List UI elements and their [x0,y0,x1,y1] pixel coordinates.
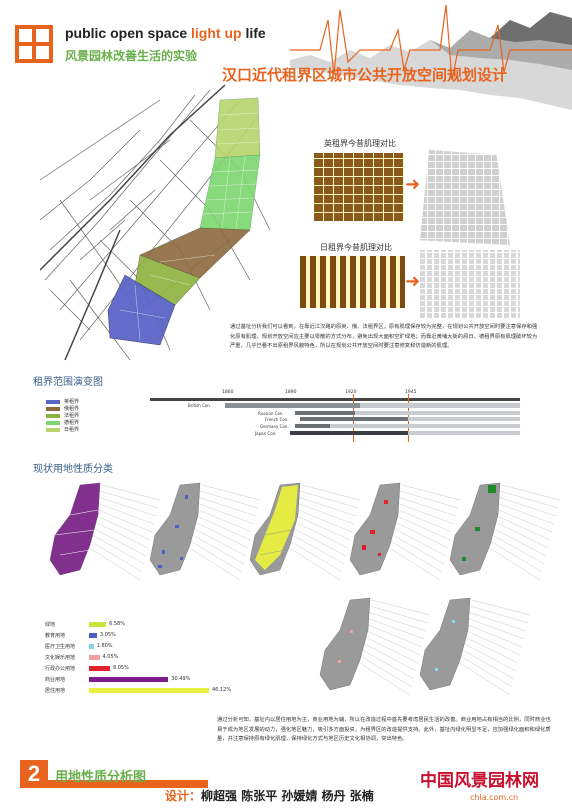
credits-label: 设计： [165,789,202,803]
landuse-value: 46.12% [212,687,232,693]
british-texture-old [314,153,404,221]
watermark-url: chla.com.cn [470,793,519,802]
landuse-name: 教育用地 [45,633,66,639]
footer-section-title: 用地性质分析图 [55,770,147,785]
landuse-map-administrative [349,482,461,581]
timeline-year: 1860 [222,390,234,395]
section-number: 2 [27,761,41,786]
timeline-row-label: Germany Con. [260,424,289,429]
landuse-map-commercial [49,482,161,581]
timeline-bar [300,417,520,421]
landuse-bar [89,655,100,660]
landuse-value: 4.05% [102,654,119,660]
main-title: 汉口近代租界区城市公共开放空间规划设计 [222,66,508,84]
landuse-value: 8.05% [112,665,129,671]
landuse-summary-text: 通过分析可知，基址内以居住用地为主，商业用地为辅，所以在改造过程中首先要考虑居民… [217,717,551,742]
japanese-texture-title: 日租界今昔肌理对比 [320,243,392,252]
landuse-value: 6.58% [109,621,125,627]
landuse-map-medical [419,597,531,696]
timeline-row-label: Russian Con. [258,411,284,416]
landuse-name: 医疗卫生用地 [45,644,76,650]
timeline-bar-active [300,417,408,421]
design-credits: 设计：柳超强 陈张平 孙媛婧 杨丹 张楠 [165,787,374,804]
landuse-bar [89,677,169,682]
landuse-name: 行政办公用地 [45,666,76,672]
timeline-bar [295,424,520,428]
landuse-name: 文化娱乐用地 [45,655,76,661]
legend-item: 法租界 [46,412,79,419]
timeline-bar-active [295,424,330,428]
british-texture-new [420,150,510,245]
landuse-name: 商业用地 [45,677,66,683]
timeline-bar-active [225,403,360,408]
timeline-row-label: British Con. [188,403,212,408]
watermark-logo: 中国风景园林网 [420,771,539,791]
landuse-value: 30.49% [171,676,191,682]
arrow-right-icon-2: ➜ [405,271,421,292]
legend-item: 日租界 [46,426,79,433]
timeline-year: 1945 [405,390,417,395]
landuse-bar [89,666,110,671]
legend-item: 英租界 [46,398,79,405]
landuse-maps [49,482,560,696]
japanese-concession-area [214,97,261,159]
title-english: public open space light up life [65,25,266,41]
header-decoration [290,4,572,110]
concession-section-title: 租界范围演变图 [33,377,103,388]
landuse-bar [89,633,97,638]
german-concession-area [199,154,261,231]
legend-item: 德租界 [46,419,79,426]
landuse-bar [89,688,209,693]
landuse-bar-chart: 绿地 6.58% 教育用地 3.05% 医疗卫生用地 1.80% 文化娱乐用地 … [45,621,245,701]
analysis-text: 通过基址分析我们可以看到，在靠近江汉路的原英、俄、法租界区，原有肌理保存较为完整… [230,324,538,349]
timeline-year: 1920 [345,390,357,395]
timeline-bar [225,403,520,408]
timeline-bar [295,411,520,415]
landuse-name: 绿地 [45,622,56,628]
legend-item: 俄租界 [46,405,79,412]
section-number-badge: 2 [20,760,48,788]
concession-legend: 英租界 俄租界 法租界 德租界 日租界 [46,398,126,438]
british-texture-title: 英租界今昔肌理对比 [324,139,396,148]
landuse-map-culture [319,597,431,696]
footer-bar [48,780,208,788]
landuse-bar [89,644,94,649]
japanese-texture-old [300,256,405,308]
site-map [40,84,271,361]
landuse-value: 3.05% [99,632,116,638]
arrow-right-icon: ➜ [405,174,421,195]
landuse-map-residential [249,482,361,581]
credits-names: 柳超强 陈张平 孙媛婧 杨丹 张楠 [201,789,374,803]
landuse-bar [89,622,107,627]
subtitle-chinese: 风景园林改善生活的实验 [65,49,198,63]
japanese-texture-new [420,250,520,318]
british-concession-area [107,274,176,346]
timeline-row-label: Japan Con. [255,431,277,436]
timeline-year: 1890 [285,390,297,395]
logo-mark [15,25,53,63]
header-banner: public open space light up life 风景园林改善生活… [0,0,572,112]
timeline-bar-active [290,431,408,435]
landuse-map-education [149,482,261,581]
landuse-value: 1.80% [96,643,113,649]
concession-timeline: 1860 1890 1920 1945 British Con. Russian… [150,388,520,446]
landuse-name: 居住用地 [45,688,66,694]
landuse-section-title: 现状用地性质分类 [33,464,113,475]
timeline-row-label: French Con. [265,417,289,422]
landuse-map-green [449,482,560,581]
timeline-bar-active [295,411,355,415]
